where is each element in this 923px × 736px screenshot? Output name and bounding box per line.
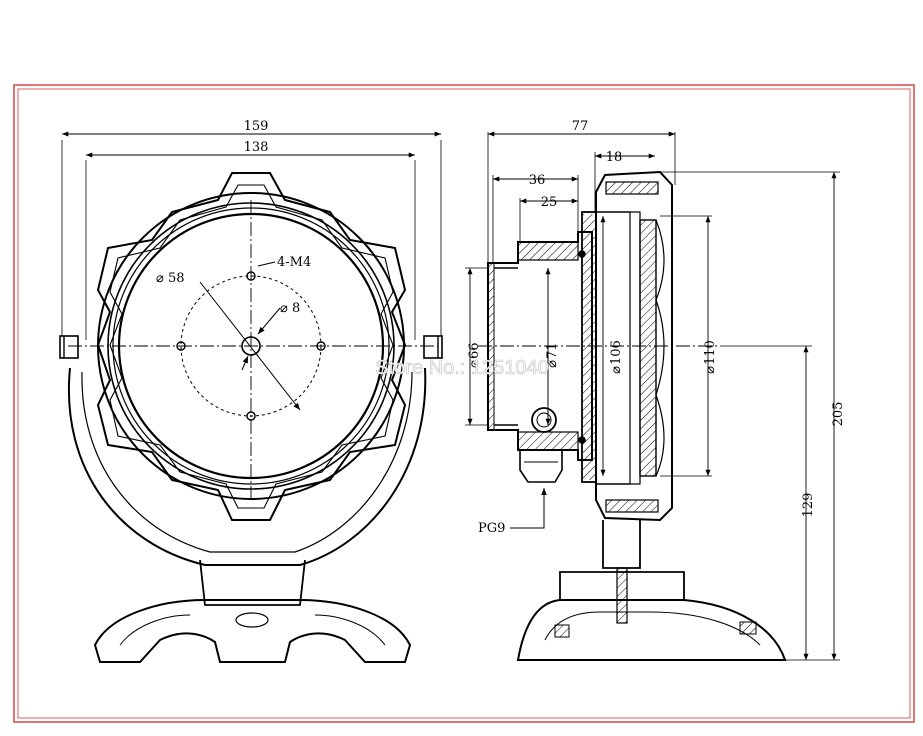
left-bolt <box>59 335 79 359</box>
rear-housing-wall-bottom <box>517 431 579 451</box>
diameter-symbol-icon: ⌀ <box>280 301 288 316</box>
yoke-bracket <box>67 367 427 566</box>
dim-front-58: 58 <box>168 271 185 286</box>
front-base-foot <box>93 599 412 663</box>
top-screw <box>605 181 659 195</box>
front-base-neck <box>199 559 306 606</box>
label-lens-dia: ⌀ 110 <box>703 340 718 374</box>
label-body-dia: ⌀ 106 <box>609 340 624 374</box>
side-neck <box>602 520 641 569</box>
label-center-hole: ⌀ 8 <box>280 301 300 316</box>
bottom-screw <box>605 499 659 513</box>
label-inner-dia: ⌀ 71 <box>545 342 560 367</box>
diameter-symbol-icon: ⌀ <box>703 366 718 374</box>
dim-side-18: 18 <box>606 150 623 165</box>
label-rear-dia: ⌀ 66 <box>467 342 482 367</box>
outer-frame <box>13 84 915 723</box>
shell-lobes-inner <box>109 184 394 509</box>
side-base-foot <box>516 599 787 661</box>
rear-cap-wall <box>487 262 495 431</box>
right-bolt <box>423 335 443 359</box>
front-base-hole <box>235 612 269 628</box>
dim-side-66: 66 <box>467 342 482 359</box>
side-view <box>465 131 840 661</box>
dim-side-25: 25 <box>541 195 558 210</box>
dim-side-106: 106 <box>609 340 624 365</box>
dim-front-8: 8 <box>292 301 300 316</box>
dim-side-77: 77 <box>572 119 589 134</box>
store-watermark: Store No.: 1251040 <box>375 357 548 379</box>
side-neck-bolt <box>616 567 628 624</box>
front-view <box>59 131 443 663</box>
dim-side-129: 129 <box>801 493 816 518</box>
rear-housing-wall-top <box>517 241 579 261</box>
lens-housing <box>595 170 673 522</box>
lens-glass <box>639 219 657 477</box>
shell-lobes <box>96 172 407 521</box>
dim-side-110: 110 <box>703 340 718 365</box>
inner-frame <box>17 88 911 719</box>
dim-front-138: 138 <box>244 140 269 155</box>
side-base-inner <box>544 611 761 646</box>
dim-side-205: 205 <box>831 402 846 427</box>
dim-side-36: 36 <box>529 173 546 188</box>
yoke-inner <box>81 371 413 553</box>
diameter-symbol-icon: ⌀ <box>609 366 624 374</box>
diameter-symbol-icon: ⌀ <box>156 271 164 286</box>
label-bolt-circle: ⌀ 58 <box>156 271 185 286</box>
dim-front-159: 159 <box>244 119 269 134</box>
diameter-symbol-icon: ⌀ <box>467 360 482 368</box>
dim-side-71: 71 <box>545 342 560 359</box>
gland-port <box>531 407 557 433</box>
body-flange-hatch <box>583 214 595 480</box>
diameter-symbol-icon: ⌀ <box>545 360 560 368</box>
label-thread: 4-M4 <box>277 255 311 270</box>
front-base-inner <box>119 614 386 646</box>
label-pg9: PG9 <box>478 521 505 536</box>
side-base-top <box>559 571 685 600</box>
pg9-gland <box>519 450 563 483</box>
lens-seal <box>629 211 641 485</box>
